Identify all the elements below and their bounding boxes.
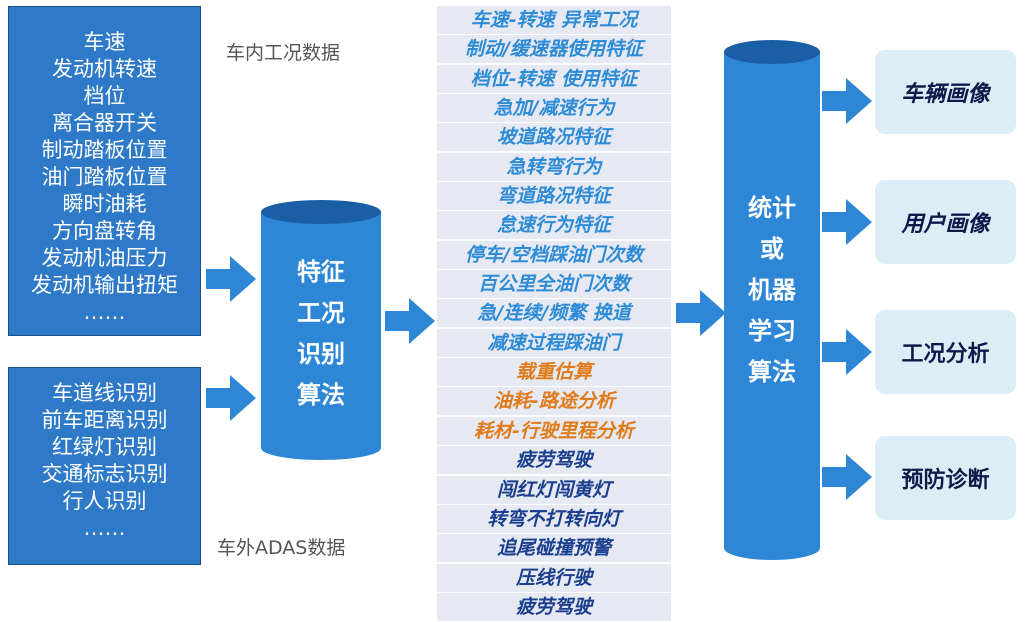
external-data-item: 红绿灯识别 (52, 435, 157, 459)
feature-algorithm-line: 算法 (297, 381, 345, 409)
feature-item: 疲劳驾驶 (437, 592, 671, 622)
arrow-right-icon (822, 78, 872, 124)
external-data-item: 车道线识别 (52, 381, 157, 405)
external-adas-data-label: 车外ADAS数据 (217, 537, 346, 559)
arrow-right-icon (822, 454, 872, 500)
external-data-item: 行人识别 (62, 489, 147, 513)
feature-item: 弯道路况特征 (437, 182, 671, 212)
arrow-right-icon (206, 256, 256, 302)
in-vehicle-data-item: 发动机转速 (52, 57, 157, 81)
external-data-item: …… (83, 516, 126, 540)
feature-item: 百公里全油门次数 (437, 270, 671, 300)
ml-algorithm-line: 算法 (748, 358, 796, 386)
in-vehicle-data-item: 瞬时油耗 (62, 192, 147, 216)
feature-item: 车速-转速 异常工况 (437, 6, 671, 35)
in-vehicle-data-item: 方向盘转角 (52, 219, 157, 243)
ml-algorithm-label: 统计或机器学习算法 (722, 188, 822, 393)
arrow-right-icon (676, 290, 726, 336)
condition-analysis-box: 工况分析 (875, 310, 1016, 394)
feature-item: 闯红灯闯黄灯 (437, 475, 671, 505)
arrow-right-icon (822, 199, 872, 245)
feature-item: 减速过程踩油门 (437, 328, 671, 358)
feature-item: 档位-转速 使用特征 (437, 64, 671, 94)
in-vehicle-data-box: 车速发动机转速档位离合器开关制动踏板位置油门踏板位置瞬时油耗方向盘转角发动机油压… (8, 6, 201, 336)
external-data-item: 前车距离识别 (41, 408, 168, 432)
feature-item: 停车/空档踩油门次数 (437, 240, 671, 270)
user-profile-box: 用户画像 (875, 180, 1016, 264)
ml-algorithm-line: 统计 (748, 194, 796, 222)
feature-item: 压线行驶 (437, 563, 671, 593)
ml-algorithm-cylinder (724, 40, 820, 560)
feature-item: 转弯不打转向灯 (437, 504, 671, 534)
feature-item: 制动/缓速器使用特征 (437, 35, 671, 65)
in-vehicle-data-item: 车速 (83, 30, 126, 54)
in-vehicle-data-label: 车内工况数据 (226, 42, 341, 64)
in-vehicle-data-item: 离合器开关 (52, 111, 157, 135)
feature-item: 耗材-行驶里程分析 (437, 416, 671, 446)
in-vehicle-data-item: 档位 (83, 84, 126, 108)
feature-item: 载重估算 (437, 358, 671, 388)
feature-algorithm-line: 工况 (297, 299, 345, 327)
feature-list: 车速-转速 异常工况制动/缓速器使用特征档位-转速 使用特征急加/减速行为坡道路… (437, 6, 671, 622)
ml-algorithm-line: 学习 (748, 317, 796, 345)
in-vehicle-data-item: 制动踏板位置 (41, 138, 168, 162)
feature-algorithm-cylinder (261, 200, 381, 460)
arrow-right-icon (385, 298, 435, 344)
feature-item: 急/连续/频繁 换道 (437, 299, 671, 329)
preventive-diagnosis-box: 预防诊断 (875, 436, 1016, 520)
external-adas-data-box: 车道线识别前车距离识别红绿灯识别交通标志识别行人识别 …… (8, 367, 201, 565)
in-vehicle-data-item: 油门踏板位置 (41, 165, 168, 189)
feature-item: 急转弯行为 (437, 152, 671, 182)
vehicle-profile-box: 车辆画像 (875, 50, 1016, 134)
ml-algorithm-line: 或 (760, 235, 784, 263)
feature-item: 急加/减速行为 (437, 94, 671, 124)
in-vehicle-data-item: 发动机油压力 (41, 246, 168, 270)
in-vehicle-data-item: 发动机输出扭矩 (31, 273, 178, 297)
feature-algorithm-line: 识别 (297, 340, 345, 368)
feature-algorithm-label: 特征工况识别算法 (259, 252, 383, 416)
feature-item: 怠速行为特征 (437, 211, 671, 241)
feature-item: 坡道路况特征 (437, 123, 671, 153)
in-vehicle-data-item: …… (83, 300, 126, 324)
feature-item: 油耗-路途分析 (437, 387, 671, 417)
feature-algorithm-line: 特征 (297, 258, 345, 286)
arrow-right-icon (822, 329, 872, 375)
external-data-item: 交通标志识别 (41, 462, 168, 486)
feature-item: 追尾碰撞预警 (437, 534, 671, 564)
arrow-right-icon (206, 375, 256, 421)
ml-algorithm-line: 机器 (748, 276, 796, 304)
feature-item: 疲劳驾驶 (437, 446, 671, 476)
